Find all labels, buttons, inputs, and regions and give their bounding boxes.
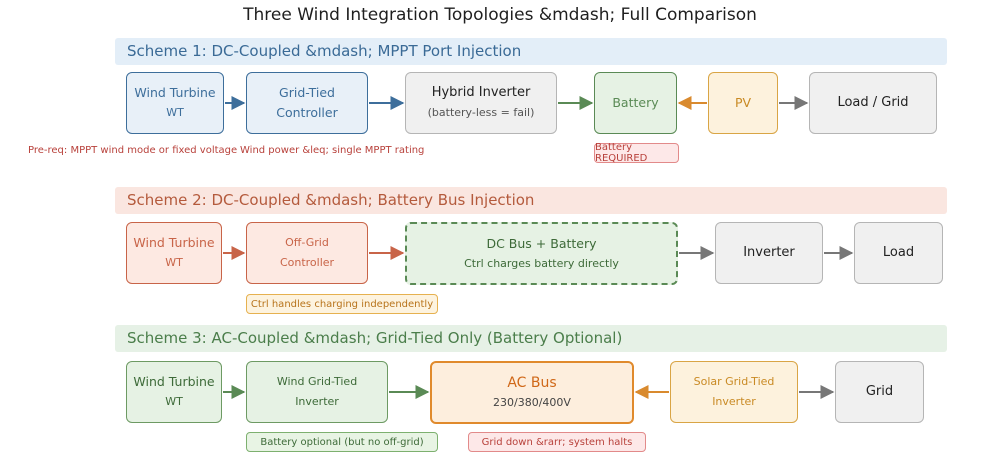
s2-load-node: Load xyxy=(854,222,943,284)
s1-inverter-sub: (battery-less = fail) xyxy=(427,106,535,119)
s3-ac-bus-sub: 230/380/400V xyxy=(493,395,571,409)
s2-ctrl-charging-tag: Ctrl handles charging independently xyxy=(246,294,438,314)
s2-inverter-node: Inverter xyxy=(715,222,823,284)
s3-ac-bus-node: AC Bus 230/380/400V xyxy=(430,361,634,424)
s3-solar-grid-tied-inverter-node: Solar Grid-Tied Inverter xyxy=(670,361,798,423)
s2-controller-label: Off-Grid xyxy=(285,236,329,249)
s2-wind-turbine-label: Wind Turbine xyxy=(133,235,215,250)
s3-solar-inverter-sub: Inverter xyxy=(712,395,756,408)
s3-grid-label: Grid xyxy=(865,384,894,399)
s2-inverter-label: Inverter xyxy=(743,245,795,260)
s2-dc-bus-label: DC Bus + Battery xyxy=(486,235,597,251)
s2-load-label: Load xyxy=(882,245,915,260)
s1-hybrid-inverter-node: Hybrid Inverter (battery-less = fail) xyxy=(405,72,557,134)
s3-wind-inverter-sub: Inverter xyxy=(295,395,339,408)
s3-wind-turbine-node: Wind Turbine WT xyxy=(126,361,222,423)
s2-wind-turbine-node: Wind Turbine WT xyxy=(126,222,222,284)
s1-wind-turbine-label: Wind Turbine xyxy=(134,85,216,100)
s1-pv-node: PV xyxy=(708,72,778,134)
s3-solar-inverter-label: Solar Grid-Tied xyxy=(693,375,775,388)
s1-wind-turbine-sub: WT xyxy=(166,106,184,119)
s1-load-grid-label: Load / Grid xyxy=(837,95,909,110)
s3-wind-inverter-label: Wind Grid-Tied xyxy=(276,375,358,388)
s1-prereq-note: Pre-req: MPPT wind mode or fixed voltage xyxy=(28,145,238,156)
s1-wind-turbine-node: Wind Turbine WT xyxy=(126,72,224,134)
s1-battery-label: Battery xyxy=(612,95,659,110)
s1-grid-tied-controller-node: Grid-Tied Controller xyxy=(246,72,368,134)
s1-controller-sub: Controller xyxy=(276,105,338,120)
s3-grid-node: Grid xyxy=(835,361,924,423)
s3-ac-bus-label: AC Bus xyxy=(507,374,557,391)
s2-dc-bus-battery-node: DC Bus + Battery Ctrl charges battery di… xyxy=(405,222,678,285)
s2-off-grid-controller-node: Off-Grid Controller xyxy=(246,222,368,284)
s3-battery-optional-tag: Battery optional (but no off-grid) xyxy=(246,432,438,452)
s2-controller-sub: Controller xyxy=(279,256,335,269)
s1-pv-label: PV xyxy=(734,95,752,110)
s3-grid-down-tag: Grid down &rarr; system halts xyxy=(468,432,646,452)
s1-inverter-label: Hybrid Inverter xyxy=(431,85,531,100)
s1-controller-label: Grid-Tied xyxy=(279,85,335,100)
s1-load-grid-node: Load / Grid xyxy=(809,72,937,134)
s2-wind-turbine-sub: WT xyxy=(165,256,183,269)
s2-dc-bus-sub: Ctrl charges battery directly xyxy=(464,256,619,270)
scheme2-header: Scheme 2: DC-Coupled &mdash; Battery Bus… xyxy=(115,187,947,214)
s1-battery-node: Battery xyxy=(594,72,677,134)
s3-wind-turbine-sub: WT xyxy=(165,395,183,408)
s1-battery-required-tag: Battery REQUIRED xyxy=(594,142,679,164)
s3-wind-turbine-label: Wind Turbine xyxy=(133,374,215,389)
diagram-title: Three Wind Integration Topologies &mdash… xyxy=(243,5,757,25)
scheme1-header: Scheme 1: DC-Coupled &mdash; MPPT Port I… xyxy=(115,38,947,65)
s1-power-note: Wind power &leq; single MPPT rating xyxy=(240,145,425,156)
s3-wind-grid-tied-inverter-node: Wind Grid-Tied Inverter xyxy=(246,361,388,423)
scheme3-header: Scheme 3: AC-Coupled &mdash; Grid-Tied O… xyxy=(115,325,947,352)
